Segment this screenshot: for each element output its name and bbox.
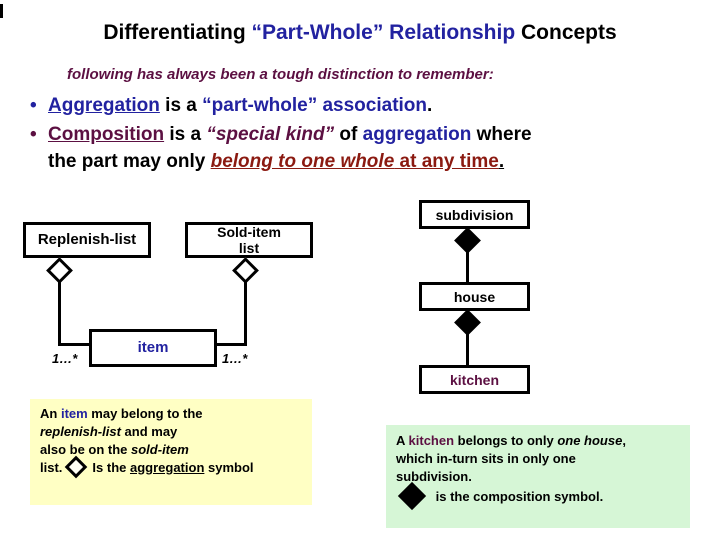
connector-line	[244, 281, 247, 346]
bullet-text: where	[471, 124, 532, 145]
belong-phrase: belong to one whole	[210, 151, 395, 172]
aggregation-term: Aggregation	[48, 95, 160, 116]
note-composition: A kitchen belongs to only one house, whi…	[386, 425, 690, 528]
corner-mark	[0, 4, 3, 18]
bullet-text-end: .	[427, 95, 433, 116]
class-label: kitchen	[449, 371, 499, 388]
note-text: also be on the	[40, 442, 132, 457]
bullet-composition: Composition is a “special kind” of aggre…	[28, 121, 700, 175]
note-text: is the composition symbol.	[432, 489, 604, 504]
class-label: house	[453, 288, 496, 305]
class-label-line1: Sold-item	[217, 224, 281, 240]
connector-line	[58, 343, 91, 346]
bullet-text-end: .	[498, 151, 505, 172]
uml-class-item: item	[89, 329, 217, 367]
note-text: A	[396, 433, 409, 448]
title-segment-plain: Differentiating	[103, 21, 252, 44]
bullet-text: the part may only	[48, 151, 211, 172]
note-text: belongs to only	[454, 433, 558, 448]
kitchen-word: kitchen	[408, 433, 455, 448]
one-house-phrase: one house	[557, 433, 623, 448]
note-text: list.	[40, 460, 63, 475]
special-kind-phrase: “special kind”	[206, 124, 335, 145]
part-whole-phrase: “part-whole” association	[202, 95, 428, 116]
note-line: list. Is the aggregation symbol	[40, 455, 308, 479]
note-text: subdivision.	[396, 469, 472, 484]
uml-class-replenish-list: Replenish-list	[23, 222, 151, 258]
sold-item-word: sold-item	[131, 442, 189, 457]
multiplicity-label-left: 1…*	[52, 351, 78, 366]
connector-line	[466, 250, 469, 284]
multiplicity-label-right: 1…*	[222, 351, 248, 366]
note-text: which in-turn sits in only one	[396, 451, 576, 466]
bullet-aggregation: Aggregation is a “part-whole” associatio…	[28, 92, 700, 119]
title-segment-plain-2: Concepts	[515, 21, 617, 44]
replenish-list-word: replenish-list	[40, 424, 121, 439]
note-text: An	[40, 406, 61, 421]
aggregation-diamond-icon	[232, 257, 259, 284]
note-line: also be on the sold-item	[40, 441, 308, 459]
page-title: Differentiating “Part-Whole” Relationshi…	[0, 21, 720, 45]
bullet-text: is a	[159, 95, 203, 116]
uml-class-subdivision: subdivision	[419, 200, 530, 229]
bullet-text: of	[334, 124, 363, 145]
note-aggregation: An item may belong to the replenish-list…	[30, 399, 312, 505]
aggregation-diamond-icon	[46, 257, 73, 284]
connector-line	[466, 332, 469, 367]
composition-diamond-icon	[397, 481, 427, 511]
title-segment-highlight: “Part-Whole” Relationship	[251, 21, 516, 44]
uml-class-house: house	[419, 282, 530, 311]
item-word: item	[60, 406, 88, 421]
composition-term: Composition	[48, 124, 165, 145]
bullet-text: is a	[164, 124, 207, 145]
bullet-list: Aggregation is a “part-whole” associatio…	[28, 92, 700, 177]
note-text: Is the	[92, 460, 130, 475]
note-text: symbol	[204, 460, 254, 475]
note-text: may belong to the	[87, 406, 203, 421]
connector-line	[58, 281, 61, 346]
connector-line	[215, 343, 247, 346]
subtitle: following has always been a tough distin…	[67, 66, 494, 83]
note-line: is the composition symbol.	[396, 481, 684, 511]
aggregation-diamond-icon	[65, 455, 88, 479]
class-label: subdivision	[435, 206, 514, 223]
at-any-time-phrase: at any time	[394, 151, 499, 172]
class-label: item	[137, 339, 169, 356]
uml-class-kitchen: kitchen	[419, 365, 530, 394]
aggregation-underlined-word: aggregation	[129, 460, 205, 475]
class-label: Replenish-list	[37, 231, 137, 248]
note-line: A kitchen belongs to only one house,	[396, 432, 684, 450]
note-line: subdivision.	[396, 468, 684, 486]
class-label-line2: list	[238, 240, 260, 256]
note-line: which in-turn sits in only one	[396, 450, 684, 468]
aggregation-word: aggregation	[362, 124, 472, 145]
note-line: An item may belong to the	[40, 405, 308, 423]
note-text: ,	[622, 433, 626, 448]
note-line: replenish-list and may	[40, 423, 308, 441]
note-text: and may	[120, 424, 178, 439]
